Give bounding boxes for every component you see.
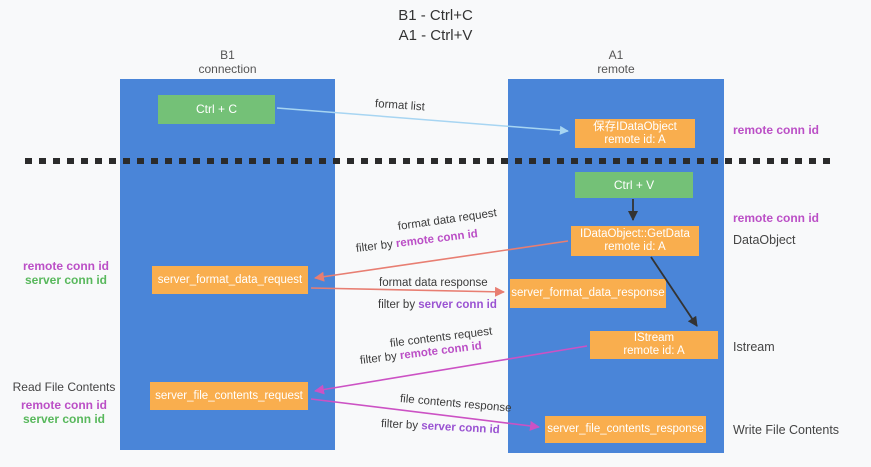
column-a1-subtitle: remote bbox=[597, 62, 635, 76]
arrow-label-format-list: format list bbox=[374, 98, 426, 114]
title-line-2: A1 - Ctrl+V bbox=[398, 27, 473, 44]
arrow-label-filter-server-1: filter by server conn id bbox=[378, 299, 497, 311]
column-b1-name: B1 bbox=[220, 48, 235, 62]
node-ctrl-v: Ctrl + V bbox=[575, 172, 693, 198]
node-istream-line2: remote id: A bbox=[623, 345, 685, 357]
node-istream-line1: IStream bbox=[633, 332, 675, 344]
node-saved-idataobject-line1: 保存IDataObject bbox=[593, 120, 677, 133]
node-idataobject-getdata-line1: IDataObject::GetData bbox=[580, 228, 690, 240]
node-server-format-data-response-label: server_format_data_response bbox=[511, 287, 665, 299]
left-label-read-file-contents-group: Read File Contents remote conn id server… bbox=[5, 380, 123, 426]
node-idataobject-getdata-line2: remote id: A bbox=[604, 241, 666, 253]
node-ctrl-c: Ctrl + C bbox=[158, 95, 275, 124]
title-line-1: B1 - Ctrl+C bbox=[398, 7, 473, 24]
dashed-separator-line bbox=[25, 158, 833, 164]
right-label-remote-conn-id-2: remote conn id bbox=[733, 211, 820, 225]
node-saved-idataobject: 保存IDataObject remote id: A bbox=[575, 119, 695, 148]
left-label-conn-ids-1: remote conn id server conn id bbox=[12, 259, 120, 287]
left-remote-conn-id-1: remote conn id bbox=[22, 259, 109, 273]
right-label-remote-conn-id-1: remote conn id bbox=[733, 123, 820, 137]
right-label-dataobject: DataObject bbox=[733, 233, 796, 247]
server-conn-id-text: server conn id bbox=[418, 299, 497, 311]
left-server-conn-id-2: server conn id bbox=[22, 412, 106, 426]
node-idataobject-getdata: IDataObject::GetData remote id: A bbox=[571, 226, 699, 256]
filter-by-text: filter by bbox=[380, 418, 419, 432]
right-label-istream: Istream bbox=[733, 340, 775, 354]
diagram-title: B1 - Ctrl+C A1 - Ctrl+V bbox=[0, 6, 871, 46]
left-read-file-contents: Read File Contents bbox=[12, 380, 116, 394]
column-header-a1: A1 remote bbox=[508, 48, 724, 76]
column-header-b1: B1 connection bbox=[120, 48, 335, 76]
arrow-label-filter-remote-1: filter by remote conn id bbox=[355, 228, 478, 255]
node-ctrl-v-label: Ctrl + V bbox=[613, 177, 655, 192]
left-server-conn-id-1: server conn id bbox=[24, 273, 108, 287]
left-remote-conn-id-2: remote conn id bbox=[20, 398, 107, 412]
node-server-file-contents-response: server_file_contents_response bbox=[545, 416, 706, 443]
arrow-label-file-contents-response: file contents response bbox=[399, 393, 512, 415]
filter-by-text: filter by bbox=[355, 238, 394, 255]
node-server-format-data-request-label: server_format_data_request bbox=[157, 273, 303, 286]
node-ctrl-c-label: Ctrl + C bbox=[195, 102, 237, 116]
node-saved-idataobject-line2: remote id: A bbox=[604, 133, 666, 146]
node-server-file-contents-request-label: server_file_contents_request bbox=[155, 389, 303, 402]
server-conn-id-text: server conn id bbox=[420, 420, 501, 437]
node-server-file-contents-response-label: server_file_contents_response bbox=[547, 423, 704, 435]
column-a1-name: A1 bbox=[608, 48, 624, 62]
filter-by-text: filter by bbox=[359, 350, 398, 367]
node-server-format-data-response: server_format_data_response bbox=[510, 279, 666, 308]
node-istream: IStream remote id: A bbox=[590, 331, 718, 359]
column-b1-subtitle: connection bbox=[198, 62, 257, 76]
node-server-file-contents-request: server_file_contents_request bbox=[150, 382, 308, 410]
right-label-write-file-contents: Write File Contents bbox=[733, 423, 840, 437]
node-server-format-data-request: server_format_data_request bbox=[152, 266, 308, 294]
arrow-label-format-data-response: format data response bbox=[379, 277, 488, 289]
filter-by-text: filter by bbox=[378, 299, 416, 311]
arrow-label-format-data-request: format data request bbox=[397, 207, 498, 233]
arrow-label-filter-server-2: filter by server conn id bbox=[381, 418, 500, 436]
